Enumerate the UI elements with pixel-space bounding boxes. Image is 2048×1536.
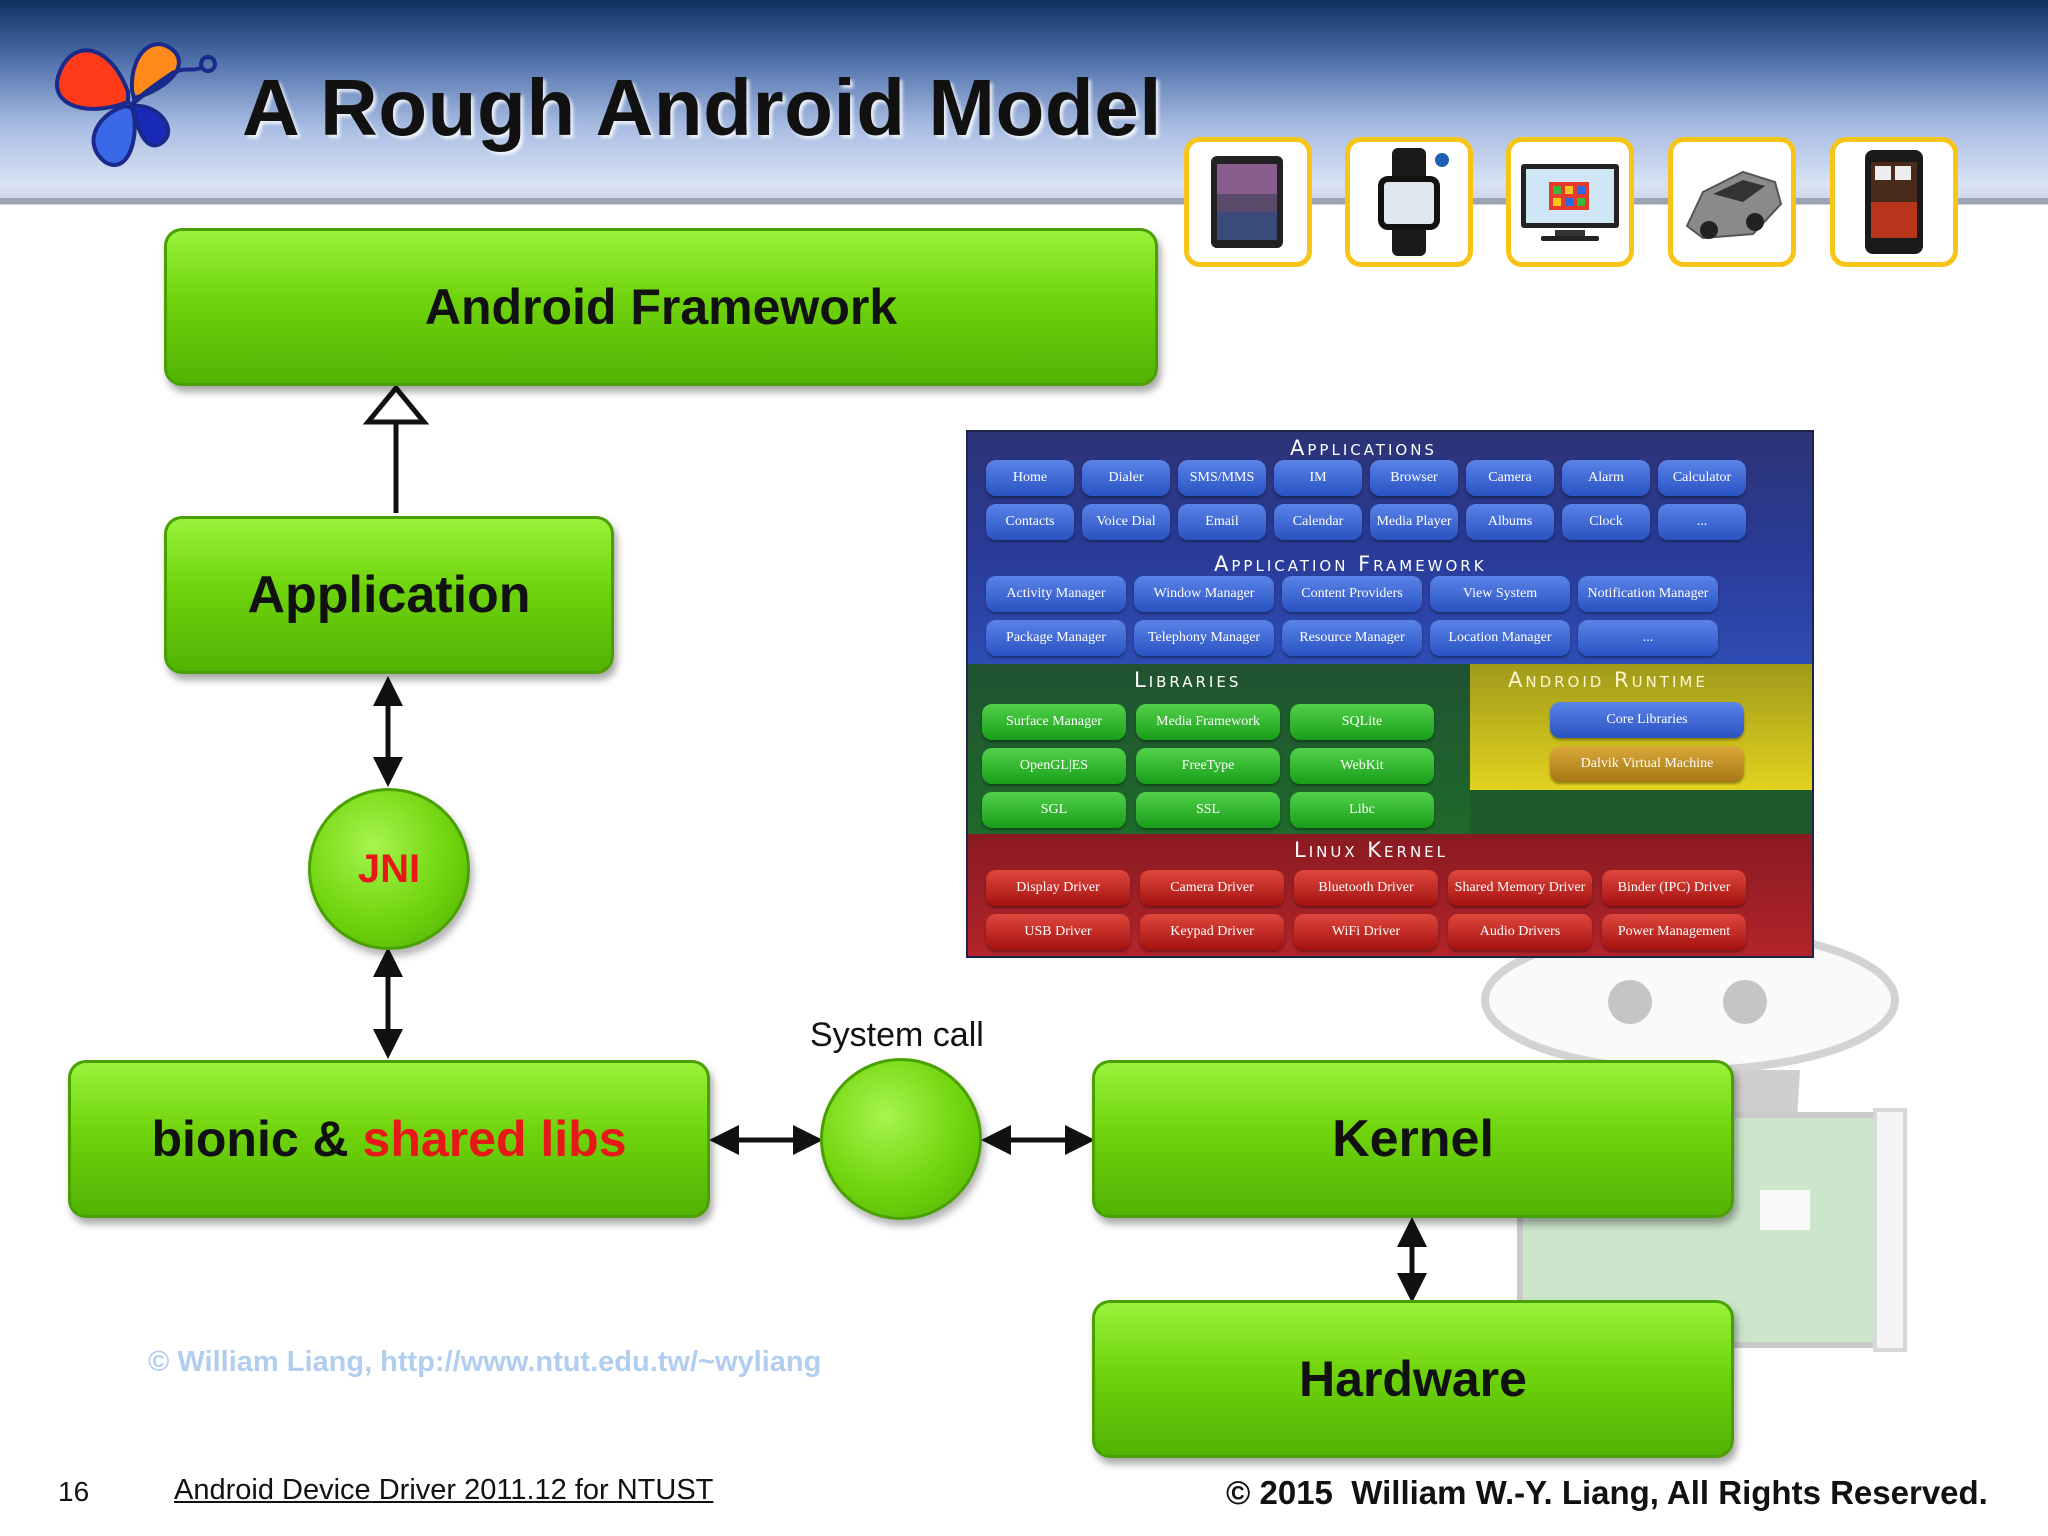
stack-cell: FreeType — [1136, 748, 1280, 784]
bionic-label: bionic & — [151, 1111, 363, 1167]
stack-cell: Location Manager — [1430, 620, 1570, 656]
stack-cell: Calculator — [1658, 460, 1746, 496]
stack-cell: Email — [1178, 504, 1266, 540]
stack-cell: Audio Drivers — [1448, 914, 1592, 950]
application-label: Application — [247, 566, 531, 624]
stack-cell: USB Driver — [986, 914, 1130, 950]
stack-cell: Window Manager — [1134, 576, 1274, 612]
stack-cell: Alarm — [1562, 460, 1650, 496]
system-call-circle — [820, 1058, 982, 1220]
stack-cell: Package Manager — [986, 620, 1126, 656]
slide-title: A Rough Android Model — [242, 63, 1162, 152]
tablet-icon — [1184, 137, 1312, 267]
jni-circle: JNI — [308, 788, 470, 950]
copyright-line: 2015 William W.-Y. Liang, All Rights Res… — [1259, 1474, 1988, 1511]
stack-cell: Shared Memory Driver — [1448, 870, 1592, 906]
stack-cell: WebKit — [1290, 748, 1434, 784]
framework-title: Application Framework — [1214, 552, 1487, 576]
system-call-label: System call — [810, 1016, 984, 1054]
car-icon — [1668, 137, 1796, 267]
android-framework-label: Android Framework — [424, 279, 898, 335]
stack-cell: Bluetooth Driver — [1294, 870, 1438, 906]
stack-cell: SMS/MMS — [1178, 460, 1266, 496]
stack-cell: Voice Dial — [1082, 504, 1170, 540]
stack-cell: Contacts — [986, 504, 1074, 540]
stack-cell: Clock — [1562, 504, 1650, 540]
applications-title: Applications — [1290, 436, 1437, 460]
stack-cell: Binder (IPC) Driver — [1602, 870, 1746, 906]
hardware-label: Hardware — [1299, 1351, 1527, 1407]
stack-cell: SSL — [1136, 792, 1280, 828]
stack-cell: Content Providers — [1282, 576, 1422, 612]
stack-cell: Camera Driver — [1140, 870, 1284, 906]
stack-cell: SGL — [982, 792, 1126, 828]
copyright-text: © 2015 William W.-Y. Liang, All Rights R… — [1226, 1474, 1988, 1512]
libraries-title: Libraries — [1134, 668, 1242, 692]
stack-cell: Libc — [1290, 792, 1434, 828]
header-rule — [0, 198, 2048, 204]
stack-cell: Power Management — [1602, 914, 1746, 950]
kernel-box: Kernel — [1092, 1060, 1734, 1218]
course-title: Android Device Driver 2011.12 for NTUST — [174, 1474, 714, 1506]
stack-cell: Albums — [1466, 504, 1554, 540]
application-box: Application — [164, 516, 614, 674]
android-framework-box: Android Framework — [164, 228, 1158, 386]
inherit-arrowhead — [362, 384, 430, 425]
smartwatch-icon — [1345, 137, 1473, 267]
stack-cell: Browser — [1370, 460, 1458, 496]
kernel-band: Linux Kernel Display Driver Camera Driver… — [968, 834, 1812, 956]
kernel-title: Linux Kernel — [1294, 838, 1449, 862]
stack-cell: Dialer — [1082, 460, 1170, 496]
bionic-box: bionic & shared libs — [68, 1060, 710, 1218]
libraries-strip — [1470, 790, 1812, 834]
stack-cell: Keypad Driver — [1140, 914, 1284, 950]
stack-cell: Resource Manager — [1282, 620, 1422, 656]
stack-cell: View System — [1430, 576, 1570, 612]
stack-cell: SQLite — [1290, 704, 1434, 740]
runtime-title: Android Runtime — [1508, 668, 1708, 692]
stack-cell: ... — [1578, 620, 1718, 656]
shared-libs-label: shared libs — [362, 1111, 627, 1167]
stack-cell: ... — [1658, 504, 1746, 540]
phone-icon — [1830, 137, 1958, 267]
stack-cell: Media Framework — [1136, 704, 1280, 740]
stack-cell: Camera — [1466, 460, 1554, 496]
stack-cell: Core Libraries — [1550, 702, 1744, 738]
stack-cell: IM — [1274, 460, 1362, 496]
copyright-symbol: © — [1226, 1474, 1251, 1511]
stack-cell: Calendar — [1274, 504, 1362, 540]
stack-cell: Telephony Manager — [1134, 620, 1274, 656]
page-number: 16 — [58, 1476, 90, 1507]
stack-cell: OpenGL|ES — [982, 748, 1126, 784]
watermark-text: © William Liang, http://www.ntut.edu.tw/… — [148, 1346, 822, 1378]
stack-cell: Media Player — [1370, 504, 1458, 540]
stack-cell: Dalvik Virtual Machine — [1550, 746, 1744, 782]
stack-cell: Activity Manager — [986, 576, 1126, 612]
stack-cell: Home — [986, 460, 1074, 496]
kernel-label: Kernel — [1332, 1110, 1494, 1168]
stack-cell: Notification Manager — [1578, 576, 1718, 612]
hardware-box: Hardware — [1092, 1300, 1734, 1458]
jni-label: JNI — [357, 846, 421, 891]
stack-cell: Surface Manager — [982, 704, 1126, 740]
tv-icon — [1506, 137, 1634, 267]
stack-cell: WiFi Driver — [1294, 914, 1438, 950]
butterfly-logo-icon — [50, 22, 220, 172]
stack-cell: Display Driver — [986, 870, 1130, 906]
